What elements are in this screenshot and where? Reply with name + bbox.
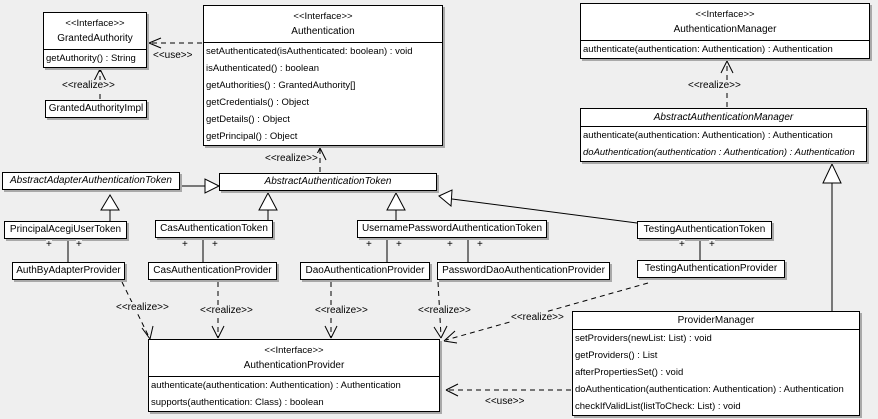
class-name: ProviderManager xyxy=(573,312,859,330)
class-cas-authentication-token[interactable]: CasAuthenticationToken xyxy=(155,220,273,238)
member-row: getDetails() : Object xyxy=(206,114,290,125)
multiplicity-label[interactable]: + xyxy=(679,239,685,250)
edge-gen-abstractadapter-to-abstracttoken[interactable] xyxy=(181,178,221,194)
member-row: authenticate(authentication: Authenticat… xyxy=(583,130,833,141)
multiplicity-label[interactable]: + xyxy=(46,239,52,250)
stereotype-label: <<Interface>> xyxy=(65,18,125,29)
member-row: setAuthenticated(isAuthenticated: boolea… xyxy=(206,46,413,57)
class-password-dao-authentication-provider[interactable]: PasswordDaoAuthenticationProvider xyxy=(437,262,610,280)
member-row: doAuthentication(authentication : Authen… xyxy=(583,147,855,158)
class-name: GrantedAuthorityImpl xyxy=(48,103,144,114)
class-granted-authority[interactable]: <<Interface>> GrantedAuthority getAuthor… xyxy=(43,12,147,68)
class-granted-authority-impl[interactable]: GrantedAuthorityImpl xyxy=(45,100,147,118)
class-testing-authentication-token[interactable]: TestingAuthenticationToken xyxy=(637,221,772,239)
class-name: AbstractAuthenticationManager xyxy=(581,109,866,127)
class-name: PasswordDaoAuthenticationProvider xyxy=(442,265,605,276)
class-name: GrantedAuthority xyxy=(57,33,133,44)
member-row: authenticate(authentication: Authenticat… xyxy=(151,380,401,391)
multiplicity-label[interactable]: + xyxy=(366,239,372,250)
class-username-password-authentication-token[interactable]: UsernamePasswordAuthenticationToken xyxy=(357,220,547,238)
edge-realize-testing-authprovider[interactable] xyxy=(445,282,649,341)
member-row: isAuthenticated() : boolean xyxy=(206,63,320,74)
class-header: <<Interface>> Authentication xyxy=(204,6,442,43)
class-abstract-authentication-manager[interactable]: AbstractAuthenticationManager authentica… xyxy=(580,108,867,162)
stereotype-label: <<Interface>> xyxy=(695,9,755,20)
class-name: TestingAuthenticationProvider xyxy=(644,263,778,274)
member-row: setProviders(newList: List) : void xyxy=(575,333,712,344)
class-name: AbstractAuthenticationToken xyxy=(264,176,392,187)
class-authentication-manager[interactable]: <<Interface>> AuthenticationManager auth… xyxy=(580,3,870,59)
class-name: AuthenticationProvider xyxy=(243,360,345,371)
edge-gen-testing-to-abstracttoken[interactable] xyxy=(438,189,638,224)
stereotype-label: <<Interface>> xyxy=(293,11,353,22)
class-name: TestingAuthenticationToken xyxy=(643,224,766,235)
member-row: getPrincipal() : Object xyxy=(206,131,298,142)
class-name: AbstractAdapterAuthenticationToken xyxy=(10,175,172,186)
class-name: UsernamePasswordAuthenticationToken xyxy=(361,223,543,234)
class-name: AuthenticationManager xyxy=(673,24,777,35)
class-name: PrincipalAcegiUserToken xyxy=(9,224,122,235)
member-row: getAuthorities() : GrantedAuthority[] xyxy=(206,80,356,91)
edge-gen-up-to-abstracttoken[interactable] xyxy=(386,191,406,220)
multiplicity-label[interactable]: + xyxy=(182,239,188,250)
member-row: getCredentials() : Object xyxy=(206,97,309,108)
class-name: Authentication xyxy=(291,26,355,37)
edge-label-realize-abstracttoken[interactable]: <<realize>> xyxy=(264,153,319,164)
member-row: afterPropertiesSet() : void xyxy=(575,367,684,378)
member-row: doAuthentication(authentication: Authent… xyxy=(575,384,844,395)
edge-label-use-providermanager[interactable]: <<use>> xyxy=(484,396,526,407)
edge-label-use-authentication[interactable]: <<use>> xyxy=(152,50,194,61)
edge-label-realize-abstractmanager[interactable]: <<realize>> xyxy=(687,80,742,91)
edge-label-realize-authby[interactable]: <<realize>> xyxy=(115,302,170,313)
class-name: CasAuthenticationToken xyxy=(160,223,268,234)
class-name: AuthByAdapterProvider xyxy=(16,265,121,276)
member-row: supports(authentication: Class) : boolea… xyxy=(151,397,324,408)
member-row: getAuthority() : String xyxy=(46,53,136,64)
multiplicity-label[interactable]: + xyxy=(477,239,483,250)
multiplicity-label[interactable]: + xyxy=(709,239,715,250)
edge-label-realize-grantedauthorityimpl[interactable]: <<realize>> xyxy=(61,80,116,91)
edge-label-realize-cas[interactable]: <<realize>> xyxy=(199,305,254,316)
class-provider-manager[interactable]: ProviderManager setProviders(newList: Li… xyxy=(572,311,860,416)
multiplicity-label[interactable]: + xyxy=(447,239,453,250)
class-name: DaoAuthenticationProvider xyxy=(305,265,425,276)
class-header: <<Interface>> GrantedAuthority xyxy=(44,13,146,50)
edge-label-realize-passworddao[interactable]: <<realize>> xyxy=(417,305,472,316)
edge-gen-principal-to-abstractadapter[interactable] xyxy=(100,194,120,221)
stereotype-label: <<Interface>> xyxy=(264,345,324,356)
member-row: getProviders() : List xyxy=(575,350,658,361)
class-name: CasAuthenticationProvider xyxy=(153,265,272,276)
member-row: checkIfValidList(listToCheck: List) : vo… xyxy=(575,401,741,412)
class-authentication[interactable]: <<Interface>> Authentication setAuthenti… xyxy=(203,5,443,146)
member-row: authenticate(authentication: Authenticat… xyxy=(583,44,833,55)
edge-label-realize-testing[interactable]: <<realize>> xyxy=(510,312,565,323)
class-testing-authentication-provider[interactable]: TestingAuthenticationProvider xyxy=(637,260,785,278)
class-cas-authentication-provider[interactable]: CasAuthenticationProvider xyxy=(148,262,277,280)
edge-gen-providermanager-to-abstractmanager[interactable] xyxy=(822,162,842,311)
class-header: <<Interface>> AuthenticationProvider xyxy=(149,340,439,377)
edge-gen-cas-to-abstracttoken[interactable] xyxy=(258,191,278,220)
class-header: <<Interface>> AuthenticationManager xyxy=(581,4,869,41)
class-abstract-adapter-authentication-token[interactable]: AbstractAdapterAuthenticationToken xyxy=(2,172,180,190)
open-arrowheads xyxy=(93,37,734,397)
class-dao-authentication-provider[interactable]: DaoAuthenticationProvider xyxy=(300,262,430,280)
multiplicity-label[interactable]: + xyxy=(76,239,82,250)
multiplicity-label[interactable]: + xyxy=(396,239,402,250)
multiplicity-label[interactable]: + xyxy=(212,239,218,250)
class-authentication-provider[interactable]: <<Interface>> AuthenticationProvider aut… xyxy=(148,339,440,412)
edge-label-realize-dao[interactable]: <<realize>> xyxy=(314,305,369,316)
class-principal-acegi-user-token[interactable]: PrincipalAcegiUserToken xyxy=(4,221,127,239)
class-auth-by-adapter-provider[interactable]: AuthByAdapterProvider xyxy=(12,262,125,280)
class-abstract-authentication-token[interactable]: AbstractAuthenticationToken xyxy=(219,173,437,191)
